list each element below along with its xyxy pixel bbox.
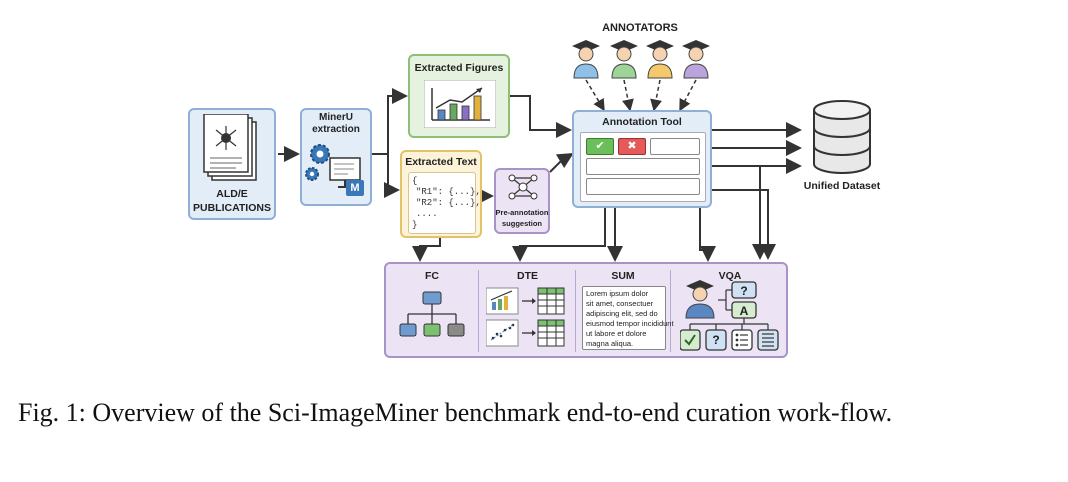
- tasks-divider-1: [478, 270, 479, 352]
- tree-diagram-icon: [399, 291, 465, 337]
- arrow-dataset-to-vqa-2: [712, 189, 776, 260]
- check-icon: ✔: [595, 140, 605, 152]
- arrow-tool-to-vqa: [699, 208, 716, 262]
- sum-line-5: ut labore et dolore: [586, 329, 647, 338]
- vqa-person-icon: [685, 280, 715, 319]
- task-fc-label: FC: [425, 270, 439, 282]
- annotator-3-icon: [646, 40, 674, 79]
- tool-field-3[interactable]: [586, 178, 700, 195]
- document-stack-icon: [203, 114, 257, 181]
- tool-field-2[interactable]: [586, 158, 700, 175]
- vqa-answer-badge: A: [739, 304, 749, 318]
- publications-label-1: ALD/E: [216, 188, 248, 200]
- arrow-annotator-3: [650, 79, 662, 112]
- preannotation-label-2: suggestion: [501, 219, 542, 228]
- arrow-annotator-2: [622, 79, 634, 112]
- task-sum-label: SUM: [611, 270, 635, 282]
- arrow-tool-to-dte: [512, 208, 606, 262]
- tasks-divider-3: [670, 270, 671, 352]
- task-vqa-label: VQA: [718, 270, 742, 282]
- publications-label-2: PUBLICATIONS: [193, 202, 271, 214]
- tasks-divider-2: [575, 270, 576, 352]
- preannotation-box: [494, 168, 550, 234]
- network-icon: [508, 174, 538, 200]
- sum-line-6: magna aliqua.: [586, 339, 634, 348]
- mineru-badge: M: [346, 180, 364, 196]
- arrow-text-to-fc: [412, 238, 441, 262]
- mineru-gear-monitor-icon: [305, 144, 361, 188]
- text-line-2: "R1": {...},: [416, 187, 481, 197]
- vqa-question-option: ?: [712, 333, 720, 347]
- text-code-panel: [408, 172, 476, 234]
- vqa-illustration: [680, 280, 779, 351]
- dataset-label: Unified Dataset: [803, 180, 881, 192]
- annotator-4-icon: [682, 40, 710, 79]
- reject-button[interactable]: ✖: [618, 138, 646, 155]
- preannotation-label-1: Pre-annotation: [495, 208, 549, 217]
- annotators-icons: [572, 40, 710, 79]
- annotators-label: ANNOTATORS: [602, 22, 678, 34]
- arrow-annotator-1: [585, 79, 605, 112]
- figure-chart-icon: [424, 80, 496, 128]
- database-icon: [813, 100, 871, 174]
- task-dte-label: DTE: [517, 270, 538, 282]
- text-line-3: "R2": {...},: [416, 198, 481, 208]
- vqa-question-badge: ?: [740, 284, 748, 298]
- text-line-5: }: [412, 220, 418, 230]
- arrow-mineru-to-figures: [372, 88, 408, 155]
- figures-label: Extracted Figures: [414, 62, 504, 74]
- arrow-preannotation-to-tool: [549, 152, 574, 173]
- sum-line-4: eiusmod tempor incididunt: [586, 319, 674, 328]
- sum-line-2: sit amet, consectuer: [586, 299, 654, 308]
- sum-line-1: Lorem ipsum dolor: [586, 289, 649, 298]
- mineru-label-1: MinerU: [319, 112, 353, 123]
- accept-button[interactable]: ✔: [586, 138, 614, 155]
- figure-caption: Fig. 1: Overview of the Sci-ImageMiner b…: [18, 398, 893, 427]
- text-line-4: ....: [416, 209, 438, 219]
- arrow-annotator-4: [679, 79, 697, 112]
- arrow-dataset-to-vqa-1: [752, 165, 770, 260]
- annotator-2-icon: [610, 40, 638, 79]
- sum-line-3: adipiscing elit, sed do: [586, 309, 658, 318]
- mineru-label-2: extraction: [312, 124, 360, 135]
- text-label: Extracted Text: [405, 156, 477, 168]
- tool-field-1[interactable]: [650, 138, 700, 155]
- arrow-figures-to-tool: [510, 95, 572, 138]
- cross-icon: ✖: [627, 140, 637, 152]
- chart-to-table-icon: [486, 287, 565, 347]
- annotation-tool-label: Annotation Tool: [602, 116, 682, 128]
- arrow-mineru-to-text: [372, 153, 400, 198]
- sum-text-panel: [582, 286, 666, 350]
- annotator-1-icon: [572, 40, 600, 79]
- text-line-1: {: [412, 176, 418, 186]
